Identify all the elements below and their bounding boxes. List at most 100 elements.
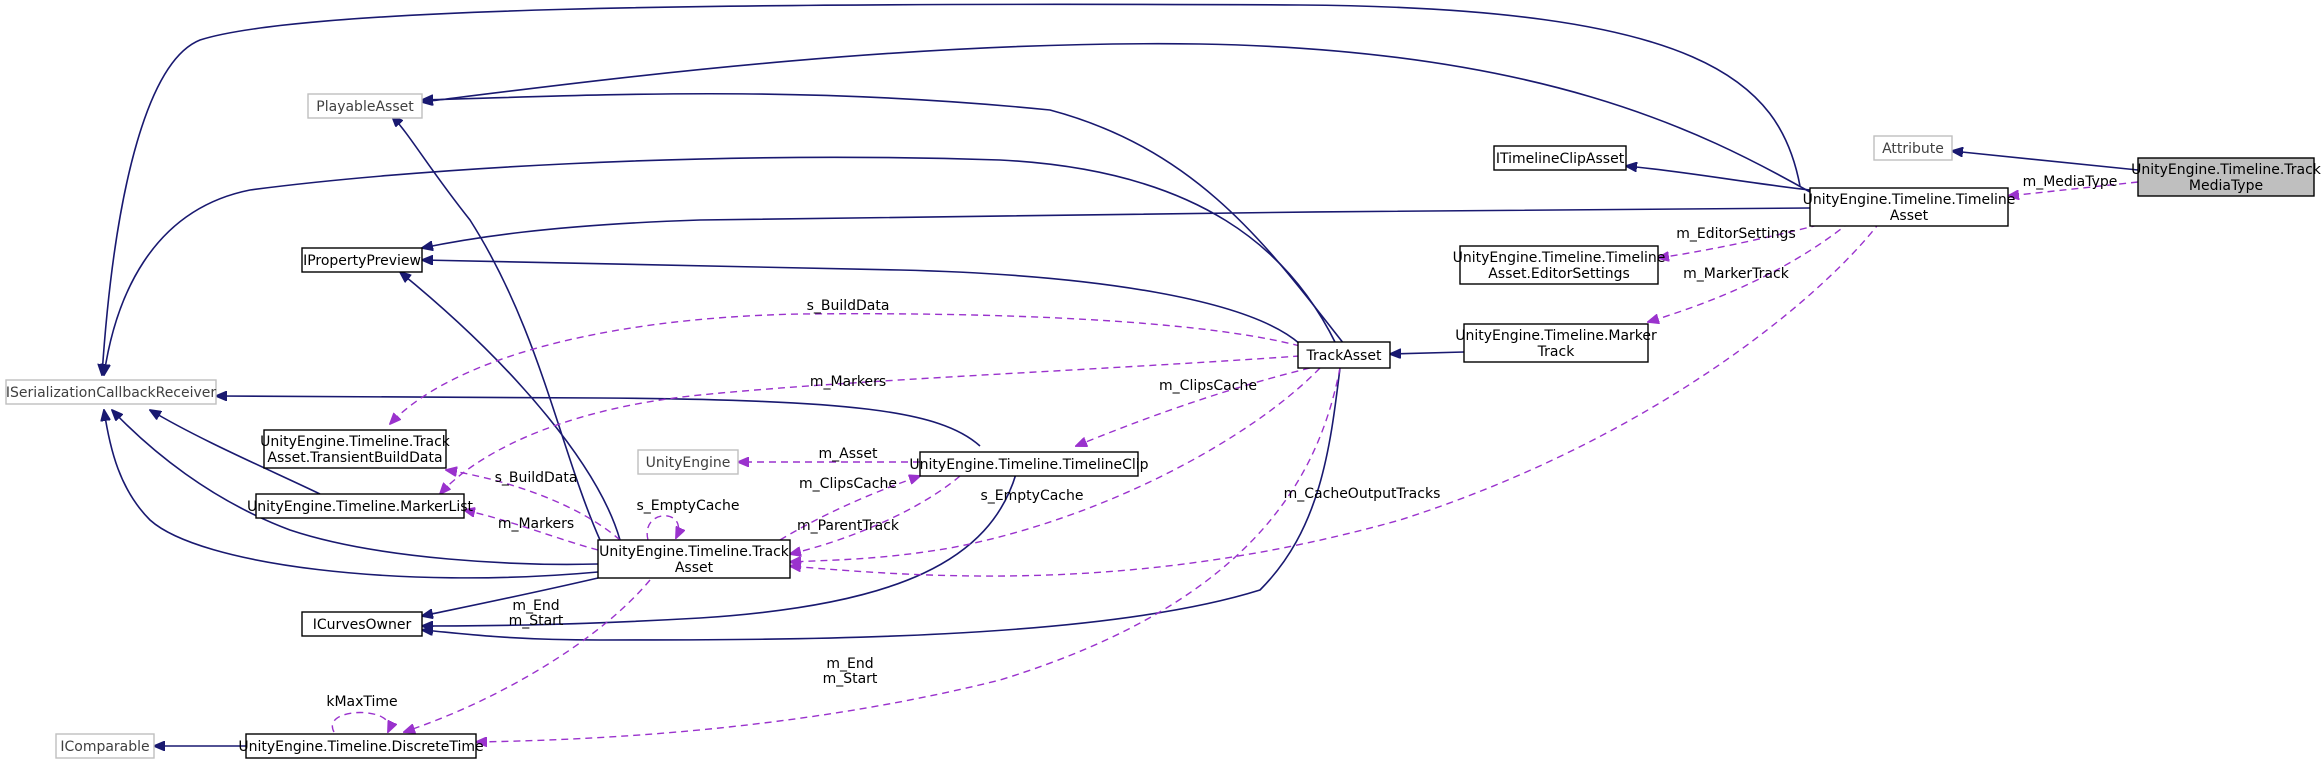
edge-label-s-build-data-mid: s_BuildData	[495, 470, 578, 486]
edge-label-m-end-start-left: m_Start	[509, 613, 564, 629]
edge-trackasset-to-timelineclip	[1076, 367, 1311, 446]
edge-trackassetfull-to-iserialization-a	[112, 410, 599, 566]
class-node-label: UnityEngine.Timeline.TimelineClip	[909, 457, 1148, 473]
class-node-label: Asset	[675, 560, 714, 576]
edge-timelineasset-to-trackassetfull	[790, 221, 1881, 577]
nodes: UnityEngine.Timeline.TrackMediaTypeAttri…	[5, 93, 2322, 759]
class-node-itimelineclipasset[interactable]: ITimelineClipAsset	[1493, 145, 1627, 171]
edge-label-m-clips-cache-top: m_ClipsCache	[1159, 378, 1257, 394]
class-node-label: Asset	[1890, 208, 1929, 224]
edge-label-m-end-start-bottom: m_Start	[823, 671, 878, 687]
edge-markerlist-to-iserialization	[150, 410, 321, 495]
class-node-label: UnityEngine	[646, 455, 731, 471]
class-node-label: UnityEngine.Timeline.Timeline	[1803, 192, 2016, 208]
class-node-discrete-time[interactable]: UnityEngine.Timeline.DiscreteTime	[238, 733, 484, 759]
class-node-label: UnityEngine.Timeline.Marker	[1455, 328, 1657, 344]
edge-timelineasset-to-iserialization	[102, 3, 1801, 375]
class-node-iproperty-preview[interactable]: IPropertyPreview	[301, 247, 423, 273]
class-node-box	[301, 611, 423, 637]
edge-timelineclip-to-icurvesowner	[422, 473, 1017, 626]
usage-edges	[331, 181, 2139, 742]
edge-timelineclip-to-iserialization	[216, 396, 981, 447]
class-node-marker-list[interactable]: UnityEngine.Timeline.MarkerList	[247, 493, 474, 519]
edge-trackassetfull-to-ipropertypreview	[400, 272, 621, 541]
edge-timelineasset-to-editorsettings	[1658, 221, 1831, 258]
edge-label-m-asset: m_Asset	[819, 446, 878, 462]
class-node-label: Asset.EditorSettings	[1488, 266, 1630, 282]
class-node-box	[263, 429, 447, 469]
edge-markertrack-to-trackasset	[1390, 352, 1465, 354]
edge-label-m-end-start-bottom: m_End	[826, 656, 873, 672]
class-node-track-asset[interactable]: TrackAsset	[1297, 341, 1391, 369]
class-node-box	[1297, 341, 1391, 369]
edge-trackasset-to-markerlist	[440, 355, 1301, 494]
class-node-label: MediaType	[2189, 178, 2263, 194]
class-node-box	[637, 449, 739, 475]
edge-root-to-timelineasset	[2008, 181, 2139, 196]
class-node-iserialization[interactable]: ISerializationCallbackReceiver	[5, 379, 217, 405]
edge-root-to-attribute	[1952, 151, 2139, 171]
class-node-playable-asset[interactable]: PlayableAsset	[307, 93, 423, 119]
class-node-label: UnityEngine.Timeline.Track	[2131, 162, 2322, 178]
class-node-editor-settings[interactable]: UnityEngine.Timeline.TimelineAsset.Edito…	[1453, 245, 1666, 285]
class-node-label: PlayableAsset	[316, 99, 414, 115]
edge-trackassetfull-self-loop	[646, 515, 678, 541]
edge-labels: m_MediaTypem_EditorSettingsm_MarkerTrack…	[326, 174, 2117, 710]
class-node-transient-build-data[interactable]: UnityEngine.Timeline.TrackAsset.Transien…	[260, 429, 451, 469]
edge-trackasset-to-icurvesowner	[422, 367, 1341, 641]
edge-timelineasset-to-playableasset	[422, 42, 1811, 193]
class-node-label: UnityEngine.Timeline.MarkerList	[247, 499, 474, 515]
class-node-label: UnityEngine.Timeline.Timeline	[1453, 250, 1666, 266]
class-node-label: UnityEngine.Timeline.Track	[260, 434, 451, 450]
edge-timelineasset-to-ipropertypreview	[422, 207, 1811, 248]
edge-label-s-empty-cache-right: s_EmptyCache	[981, 488, 1084, 504]
class-node-icurves-owner[interactable]: ICurvesOwner	[301, 611, 423, 637]
edge-timelineasset-to-markertrack	[1648, 221, 1851, 322]
edge-label-s-empty-cache-self: s_EmptyCache	[637, 498, 740, 514]
class-node-label: Track	[1537, 344, 1576, 360]
class-node-label: ISerializationCallbackReceiver	[6, 385, 217, 401]
class-node-box	[301, 247, 423, 273]
edge-trackassetfull-to-discretetime	[404, 579, 651, 732]
edge-trackassetfull-to-transientbuilddata	[446, 470, 621, 541]
class-node-box	[1873, 135, 1953, 161]
edge-trackasset-to-discretetime	[476, 367, 1341, 742]
edge-trackasset-to-trackassetfull	[790, 367, 1321, 562]
class-node-label: Asset.TransientBuildData	[267, 450, 442, 466]
class-node-box	[55, 733, 155, 759]
class-node-box	[1463, 323, 1649, 363]
edge-trackasset-to-transientbuilddata	[390, 313, 1301, 424]
edge-timelineclip-to-trackassetfull	[790, 475, 961, 554]
class-node-label: UnityEngine.Timeline.Track	[599, 544, 790, 560]
edge-trackasset-to-playableasset	[422, 92, 1345, 345]
class-node-unity-engine[interactable]: UnityEngine	[637, 449, 739, 475]
class-node-track-asset-full[interactable]: UnityEngine.Timeline.TrackAsset	[597, 539, 791, 579]
edge-label-m-markers-mid: m_Markers	[498, 516, 574, 532]
edge-label-m-media-type: m_MediaType	[2023, 174, 2118, 190]
edge-label-m-markers-top: m_Markers	[810, 374, 886, 390]
class-node-box	[597, 539, 791, 579]
class-node-box	[5, 379, 217, 405]
edge-timelineasset-to-itimelineclipasset	[1626, 166, 1811, 191]
class-node-box	[245, 733, 477, 759]
class-node-label: IComparable	[60, 739, 149, 755]
class-node-timeline-clip[interactable]: UnityEngine.Timeline.TimelineClip	[909, 451, 1149, 477]
class-node-attribute[interactable]: Attribute	[1873, 135, 1953, 161]
class-node-label: ITimelineClipAsset	[1496, 151, 1625, 167]
class-node-label: Attribute	[1882, 141, 1944, 157]
class-node-box	[307, 93, 423, 119]
class-node-box	[1459, 245, 1659, 285]
class-node-label: ICurvesOwner	[313, 617, 412, 633]
class-node-icomparable[interactable]: IComparable	[55, 733, 155, 759]
edge-trackassetfull-to-iserialization-b	[104, 410, 599, 579]
edge-label-m-clips-cache-mid: m_ClipsCache	[799, 476, 897, 492]
class-node-marker-track[interactable]: UnityEngine.Timeline.MarkerTrack	[1455, 323, 1657, 363]
edge-trackasset-to-iserialization	[104, 156, 1337, 375]
edge-label-m-parent-track: m_ParentTrack	[797, 518, 900, 534]
edge-label-m-end-start-left: m_End	[512, 598, 559, 614]
class-node-label: TrackAsset	[1306, 348, 1382, 364]
edge-trackasset-to-ipropertypreview	[422, 260, 1301, 345]
